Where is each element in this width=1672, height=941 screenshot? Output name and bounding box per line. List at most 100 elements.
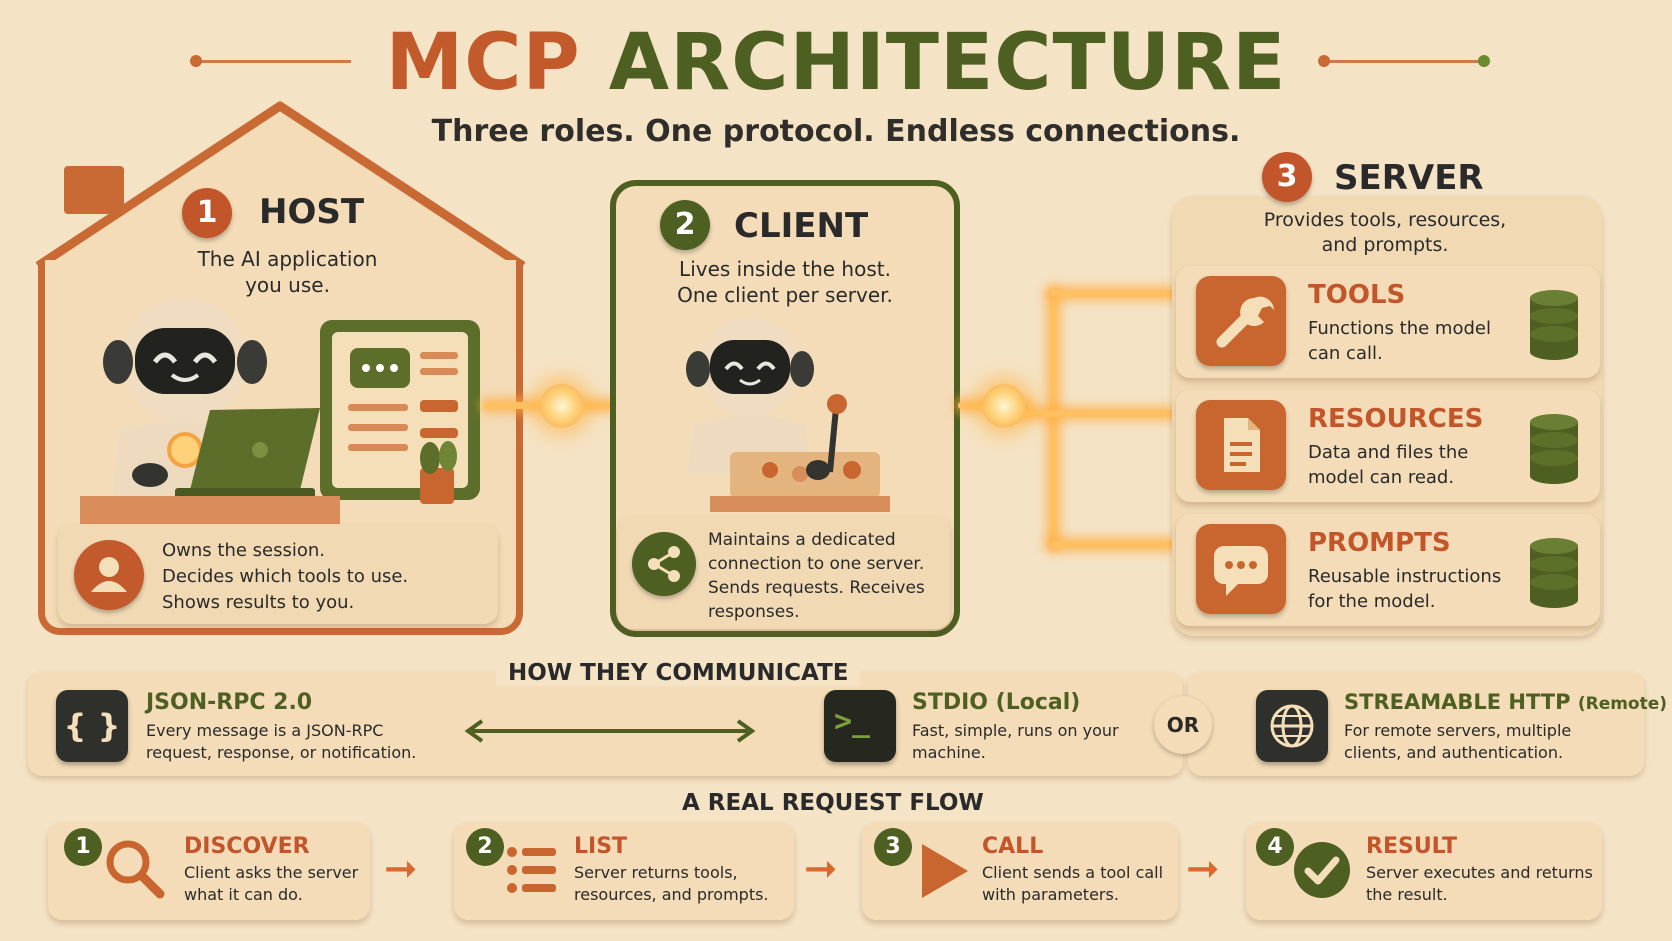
title-deco-line-left <box>196 60 351 63</box>
result-desc: Server executes and returns the result. <box>1366 862 1593 906</box>
server-branch-tools <box>1050 290 1176 297</box>
host-house-roof <box>35 101 526 270</box>
client-info-line3: Sends requests. Receives <box>708 578 925 598</box>
jsonrpc-desc: Every message is a JSON-RPC request, res… <box>146 720 416 764</box>
client-desc: Lives inside the host. One client per se… <box>640 256 930 308</box>
jsonrpc-title: JSON-RPC 2.0 <box>146 690 313 715</box>
flow-arrow-3: ➞ <box>1186 846 1220 892</box>
server-desc-line2: and prompts. <box>1321 234 1449 256</box>
title-deco-line-right <box>1320 60 1480 63</box>
or-badge: OR <box>1154 696 1212 754</box>
host-info-line2: Decides which tools to use. <box>162 566 409 587</box>
communicate-heading: HOW THEY COMMUNICATE <box>496 660 861 686</box>
stdio-title: STDIO (Local) <box>912 690 1081 715</box>
http-desc-line2: clients, and authentication. <box>1344 743 1564 762</box>
host-info-line3: Shows results to you. <box>162 592 355 613</box>
http-title: STREAMABLE HTTP (Remote) <box>1344 690 1667 714</box>
resources-desc-line2: model can read. <box>1308 467 1455 488</box>
http-title-note: (Remote) <box>1577 694 1668 714</box>
tools-desc-line1: Functions the model <box>1308 318 1491 339</box>
http-desc: For remote servers, multiple clients, an… <box>1344 720 1571 764</box>
wrench-icon <box>1196 276 1286 366</box>
prompts-desc: Reusable instructions for the model. <box>1308 564 1501 614</box>
list-title: LIST <box>574 834 628 859</box>
share-icon <box>632 532 696 596</box>
flow-step-1-badge: 1 <box>64 828 102 866</box>
client-info-line2: connection to one server. <box>708 554 925 574</box>
user-icon <box>74 540 144 610</box>
terminal-icon: >_ <box>824 690 896 762</box>
host-client-node <box>540 384 584 428</box>
double-arrow-icon <box>464 719 756 743</box>
call-desc: Client sends a tool call with parameters… <box>982 862 1163 906</box>
flow-step-2-badge: 2 <box>466 828 504 866</box>
host-desc-line1: The AI application <box>197 247 378 271</box>
call-title: CALL <box>982 834 1044 859</box>
list-icon <box>507 847 556 893</box>
flow-arrow-1: ➞ <box>384 846 418 892</box>
list-desc: Server returns tools, resources, and pro… <box>574 862 769 906</box>
magnifier-icon <box>106 840 165 899</box>
result-title: RESULT <box>1366 834 1458 859</box>
title-deco-dot-right-a <box>1318 55 1330 67</box>
client-info-line1: Maintains a dedicated <box>708 530 896 550</box>
call-desc-line2: with parameters. <box>982 885 1119 904</box>
result-desc-line1: Server executes and returns <box>1366 863 1593 882</box>
database-icon <box>1530 290 1578 360</box>
tools-desc: Functions the model can call. <box>1308 316 1491 366</box>
flow-step-call <box>862 822 1178 920</box>
braces-icon: { } <box>56 690 128 762</box>
host-robot-illustration <box>80 300 480 524</box>
flow-step-4-badge: 4 <box>1256 828 1294 866</box>
database-icon <box>1530 414 1578 484</box>
title-deco-dot-left <box>190 55 202 67</box>
client-number-badge: 2 <box>660 200 710 250</box>
flow-arrow-2: ➞ <box>804 846 838 892</box>
host-info-text: Owns the session. Decides which tools to… <box>162 538 408 616</box>
document-icon <box>1196 400 1286 490</box>
flow-heading: A REAL REQUEST FLOW <box>682 790 984 816</box>
host-desc: The AI application you use. <box>150 246 425 298</box>
server-title: SERVER <box>1334 158 1484 198</box>
tools-title: TOOLS <box>1308 280 1406 310</box>
stdio-desc-line2: machine. <box>912 743 986 762</box>
client-server-node <box>982 384 1026 428</box>
prompts-title: PROMPTS <box>1308 528 1451 558</box>
database-icon <box>1530 538 1578 608</box>
server-branch-vertical <box>1050 290 1057 548</box>
flow-step-3-badge: 3 <box>874 828 912 866</box>
http-desc-line1: For remote servers, multiple <box>1344 721 1572 740</box>
list-desc-line2: resources, and prompts. <box>574 885 769 904</box>
client-robot-illustration <box>686 317 890 512</box>
page-title-mcp: MCP <box>385 18 581 108</box>
call-desc-line1: Client sends a tool call <box>982 863 1164 882</box>
result-desc-line2: the result. <box>1366 885 1448 904</box>
resources-desc-line1: Data and files the <box>1308 442 1469 463</box>
discover-desc-line2: what it can do. <box>184 885 303 904</box>
discover-title: DISCOVER <box>184 834 310 859</box>
jsonrpc-desc-line2: request, response, or notification. <box>146 743 417 762</box>
title-deco-dot-right-b <box>1478 55 1490 67</box>
jsonrpc-desc-line1: Every message is a JSON-RPC <box>146 721 384 740</box>
server-desc-line1: Provides tools, resources, <box>1263 209 1507 231</box>
host-title: HOST <box>259 192 365 232</box>
host-desc-line2: you use. <box>245 273 330 297</box>
page-title: MCP ARCHITECTURE <box>0 18 1672 108</box>
flow-step-discover <box>48 822 370 920</box>
server-branch-resources <box>1010 410 1176 417</box>
tools-desc-line2: can call. <box>1308 343 1383 364</box>
resources-desc: Data and files the model can read. <box>1308 440 1468 490</box>
prompts-desc-line2: for the model. <box>1308 591 1436 612</box>
checkmark-icon <box>1294 842 1350 898</box>
server-number-badge: 3 <box>1262 152 1312 202</box>
client-info-text: Maintains a dedicated connection to one … <box>708 528 925 624</box>
play-icon <box>922 844 968 898</box>
stdio-desc-line1: Fast, simple, runs on your <box>912 721 1119 740</box>
client-desc-line2: One client per server. <box>677 283 893 307</box>
client-title: CLIENT <box>734 206 869 246</box>
server-desc: Provides tools, resources, and prompts. <box>1220 208 1550 258</box>
discover-desc-line1: Client asks the server <box>184 863 359 882</box>
discover-desc: Client asks the server what it can do. <box>184 862 358 906</box>
globe-icon <box>1256 690 1328 762</box>
client-desc-line1: Lives inside the host. <box>679 257 891 281</box>
